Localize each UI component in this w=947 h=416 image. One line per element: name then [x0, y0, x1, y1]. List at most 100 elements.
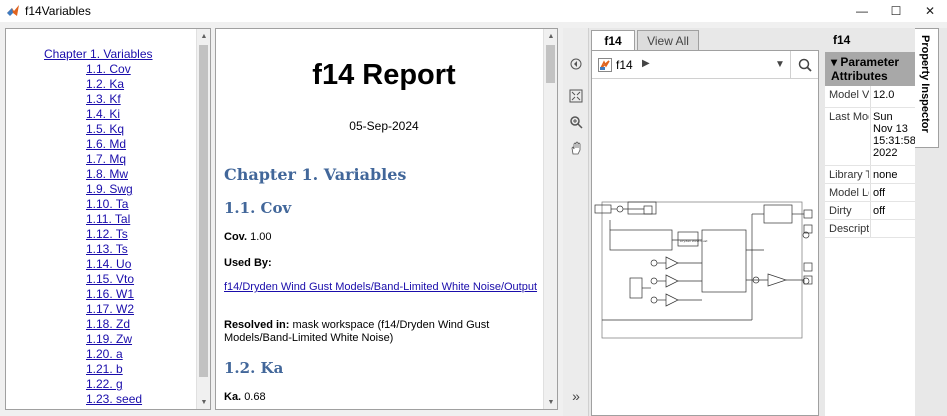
pan-hand-icon[interactable] — [568, 140, 584, 156]
toc-chapter-link[interactable]: Chapter 1. Variables — [44, 47, 153, 61]
maximize-button[interactable]: ☐ — [890, 4, 902, 18]
resolved-label: Resolved in: — [224, 319, 290, 331]
prop-value: 12.0 — [873, 89, 895, 101]
prop-row[interactable]: Last Modified Sun Nov 13 15:31:58 2022 — [825, 108, 915, 166]
toc-item-link[interactable]: 1.11. Tal — [86, 212, 131, 226]
toc-item-link[interactable]: 1.9. Swg — [86, 182, 133, 196]
toc-item-link[interactable]: 1.14. Uo — [86, 257, 132, 271]
tab-f14[interactable]: f14 — [591, 30, 635, 50]
breadcrumb-arrow-icon[interactable]: ▶ — [642, 58, 650, 69]
property-inspector: f14 ▾ Parameter Attributes Model Version… — [825, 28, 915, 416]
report-title: f14 Report — [312, 59, 456, 91]
prop-row[interactable]: Library Type none — [825, 166, 915, 184]
prop-value: Sun Nov 13 15:31:58 2022 — [873, 111, 915, 159]
scroll-up-icon[interactable]: ▲ — [547, 32, 555, 40]
window-title: f14Variables — [25, 4, 91, 18]
toc-item-link[interactable]: 1.1. Cov — [86, 62, 131, 76]
toc-item-link[interactable]: 1.22. g — [86, 377, 123, 391]
search-button[interactable] — [790, 51, 818, 79]
prop-row[interactable]: Dirty off — [825, 202, 915, 220]
expand-chevron-icon[interactable]: » — [572, 388, 580, 404]
section-heading-ka: 1.2. Ka — [224, 359, 284, 377]
props-header: f14 — [825, 28, 915, 52]
toc-item-link[interactable]: 1.18. Zd — [86, 317, 131, 331]
toc-item-link[interactable]: 1.10. Ta — [86, 197, 129, 211]
prop-key: Last Modified — [829, 111, 869, 123]
toc-scrollbar[interactable]: ▲ ▼ — [196, 29, 210, 409]
props-group-title: Parameter Attributes — [831, 55, 900, 83]
toc-item-link[interactable]: 1.2. Ka — [86, 77, 125, 91]
dryden-block-label: Dryden Wind Gust — [680, 239, 708, 243]
side-toolbar: » — [563, 28, 589, 416]
toc-item-link[interactable]: 1.12. Ts — [86, 227, 128, 241]
prop-row[interactable]: Model Lock off — [825, 184, 915, 202]
toc-item-link[interactable]: 1.4. Ki — [86, 107, 121, 121]
toc-item-link[interactable]: 1.17. W2 — [86, 302, 135, 316]
cov-value: 1.00 — [250, 231, 272, 243]
toc-item-link[interactable]: 1.5. Kq — [86, 122, 125, 136]
model-canvas[interactable]: f14 ▶ ▼ — [591, 50, 819, 416]
address-dropdown-icon[interactable]: ▼ — [775, 59, 785, 70]
simulink-diagram[interactable]: Dryden Wind Gust — [592, 80, 818, 416]
prop-key: Library Type — [829, 169, 869, 181]
matlab-logo-icon — [7, 5, 19, 16]
resolved-value: mask workspace (f14/Dryden Wind Gust Mod… — [224, 319, 490, 344]
prop-row[interactable]: Model Version 12.0 — [825, 86, 915, 108]
scroll-thumb[interactable] — [199, 45, 208, 377]
collapse-caret-icon: ▾ — [831, 55, 838, 69]
section-heading-cov: 1.1. Cov — [224, 199, 292, 217]
cov-label: Cov. — [224, 231, 248, 243]
window-controls: — ☐ ✕ — [845, 0, 947, 22]
tab-view-all[interactable]: View All — [637, 30, 699, 50]
zoom-icon[interactable] — [568, 114, 584, 130]
back-icon[interactable] — [568, 56, 584, 72]
toc-item-link[interactable]: 1.19. Zw — [86, 332, 133, 346]
scroll-down-icon[interactable]: ▼ — [200, 398, 208, 406]
report-scrollbar[interactable]: ▲ ▼ — [543, 29, 557, 409]
toc-item-link[interactable]: 1.6. Md — [86, 137, 127, 151]
used-by-link[interactable]: f14/Dryden Wind Gust Models/Band-Limited… — [224, 281, 538, 293]
prop-key: Model Lock — [829, 187, 869, 199]
toc-item-link[interactable]: 1.15. Vto — [86, 272, 135, 286]
prop-row[interactable]: Description — [825, 220, 915, 238]
model-viewer: » f14 View All f14 ▶ ▼ — [563, 28, 947, 416]
scroll-thumb[interactable] — [546, 45, 555, 83]
used-by-line: f14/Dryden Wind Gust Models/Band-Limited… — [224, 281, 542, 294]
cov-value-line: Cov. 1.00 — [224, 231, 542, 244]
resolved-line: Resolved in: mask workspace (f14/Dryden … — [224, 319, 542, 345]
props-group-header[interactable]: ▾ Parameter Attributes — [825, 52, 915, 86]
scroll-up-icon[interactable]: ▲ — [200, 32, 208, 40]
toc-item-link[interactable]: 1.16. W1 — [86, 287, 135, 301]
prop-value: off — [873, 205, 886, 217]
toc-item-link[interactable]: 1.21. b — [86, 362, 123, 376]
toc-item-link[interactable]: 1.13. Ts — [86, 242, 128, 256]
ka-label: Ka. — [224, 391, 242, 403]
dryden-wind-gust-block — [677, 231, 699, 247]
toc-item-link[interactable]: 1.20. a — [86, 347, 123, 361]
address-text[interactable]: f14 — [616, 58, 633, 72]
scroll-down-icon[interactable]: ▼ — [547, 398, 555, 406]
prop-key: Model Version — [829, 89, 869, 101]
report-pane: f14 Report 05-Sep-2024 Chapter 1. Variab… — [215, 28, 558, 410]
search-icon — [798, 58, 812, 72]
prop-key: Dirty — [829, 205, 852, 217]
chapter-heading: Chapter 1. Variables — [224, 165, 407, 184]
prop-value: none — [873, 169, 898, 181]
report-date: 05-Sep-2024 — [349, 119, 419, 133]
toc-item-link[interactable]: 1.8. Mw — [86, 167, 129, 181]
toc-item-link[interactable]: 1.23. seed — [86, 392, 143, 406]
fit-to-view-icon[interactable] — [568, 88, 584, 104]
property-inspector-tab[interactable]: Property Inspector — [915, 28, 939, 148]
address-bar: f14 ▶ ▼ — [592, 51, 818, 79]
prop-key: Description — [829, 223, 869, 235]
close-button[interactable]: ✕ — [924, 4, 936, 18]
prop-value: off — [873, 187, 886, 199]
property-inspector-tab-label: Property Inspector — [919, 35, 931, 133]
toc-item-link[interactable]: 1.3. Kf — [86, 92, 121, 106]
props-column-divider — [870, 86, 871, 238]
minimize-button[interactable]: — — [856, 4, 868, 18]
toc-item-link[interactable]: 1.7. Mq — [86, 152, 127, 166]
ka-value: 0.68 — [244, 391, 266, 403]
